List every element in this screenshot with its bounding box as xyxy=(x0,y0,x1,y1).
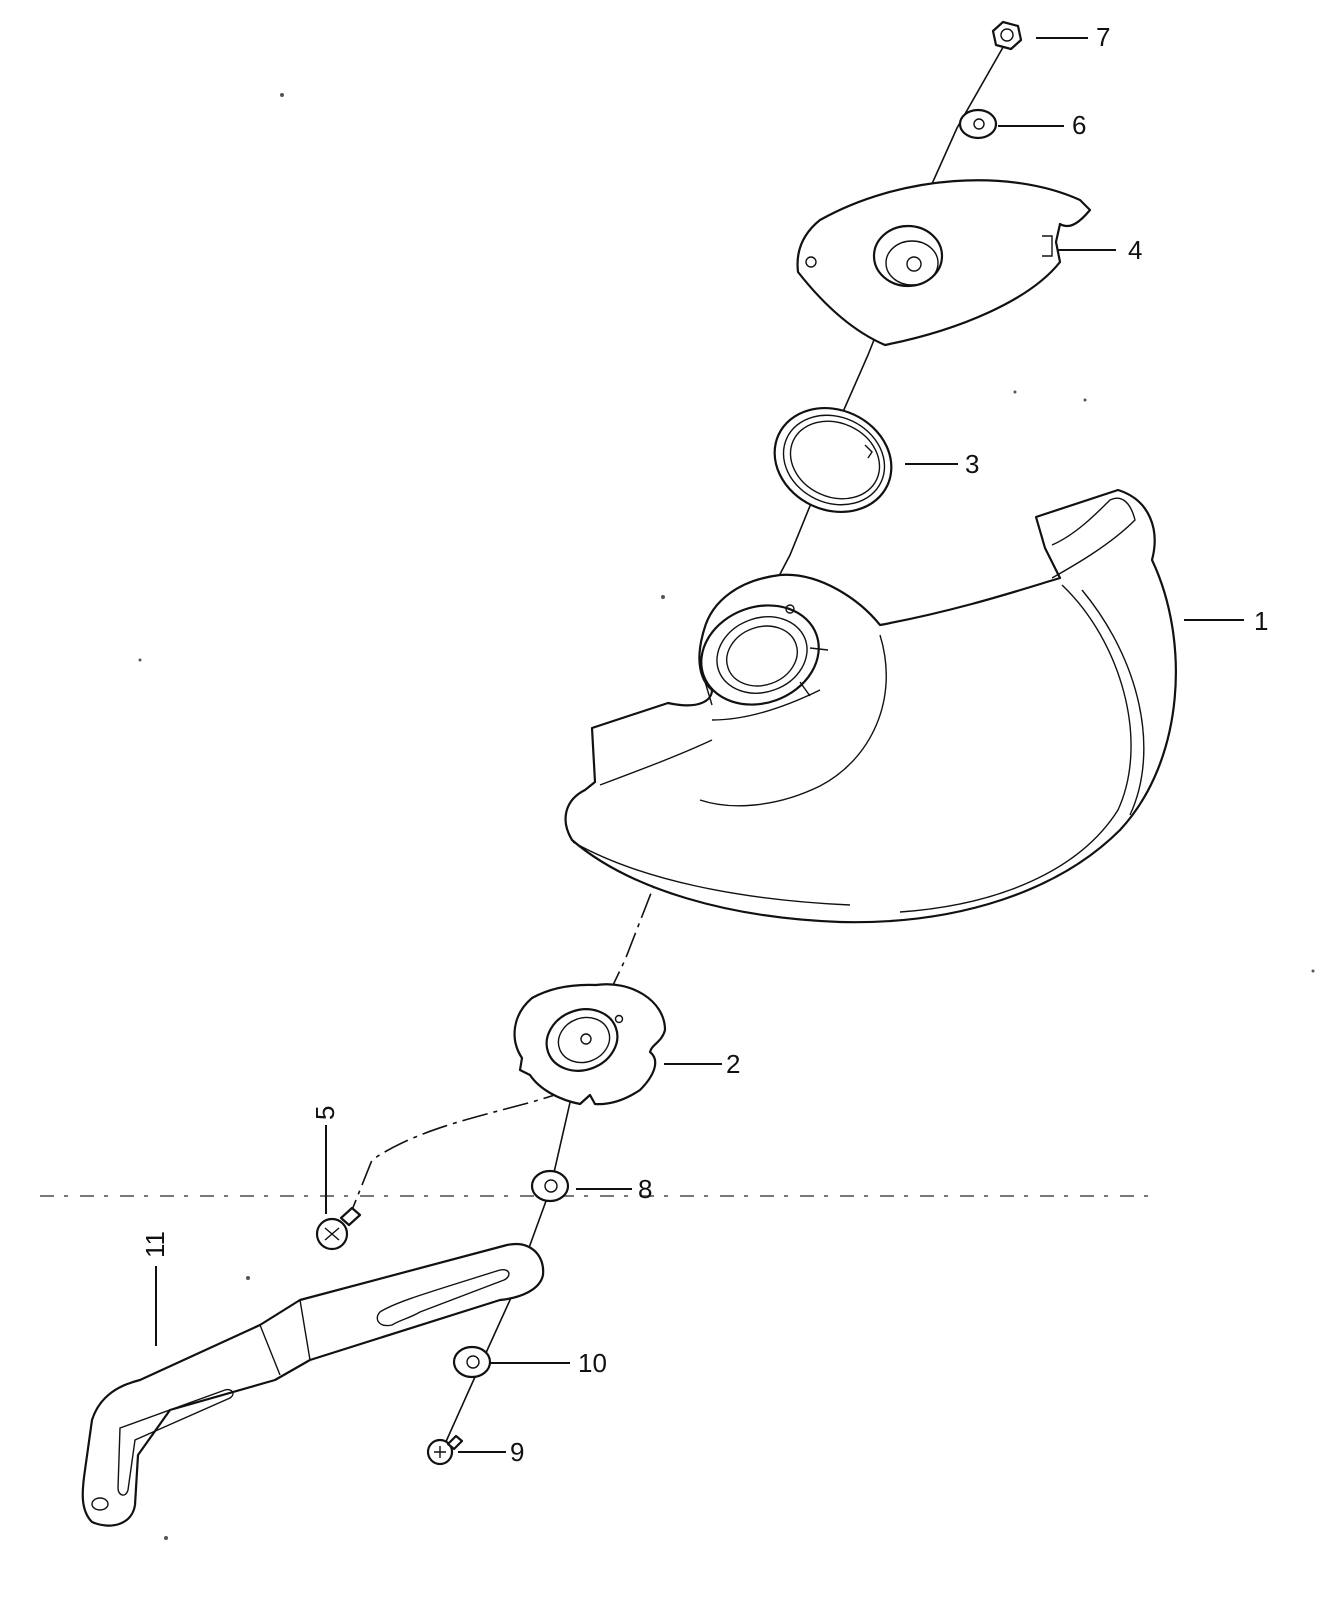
screw-part-5 xyxy=(315,1206,362,1251)
callout-9: 9 xyxy=(510,1437,524,1467)
callout-10: 10 xyxy=(578,1348,607,1378)
washer-part-8 xyxy=(530,1169,570,1203)
callout-7: 7 xyxy=(1096,22,1110,52)
callout-5: 5 xyxy=(310,1106,340,1120)
hex-nut-part xyxy=(991,20,1023,51)
callout-8: 8 xyxy=(638,1174,652,1204)
screw-part-9 xyxy=(426,1434,464,1466)
callout-2: 2 xyxy=(726,1049,740,1079)
guard-plate-part xyxy=(513,983,667,1106)
washer-part-10 xyxy=(452,1345,492,1379)
callout-3: 3 xyxy=(965,449,979,479)
callout-11: 11 xyxy=(140,1231,170,1258)
leader-lines xyxy=(155,37,1244,1453)
callout-labels: 7 6 4 3 1 2 8 10 9 5 11 xyxy=(140,22,1268,1467)
torsion-spring-part xyxy=(773,406,893,514)
scan-artifacts xyxy=(40,93,1315,1540)
cover-plate-part xyxy=(796,179,1092,347)
callout-6: 6 xyxy=(1072,110,1086,140)
callout-4: 4 xyxy=(1128,235,1142,265)
lower-blade-guard-part xyxy=(564,488,1177,924)
callout-1: 1 xyxy=(1254,606,1268,636)
link-arm-part xyxy=(81,1242,545,1527)
washer-part-6 xyxy=(958,108,998,140)
